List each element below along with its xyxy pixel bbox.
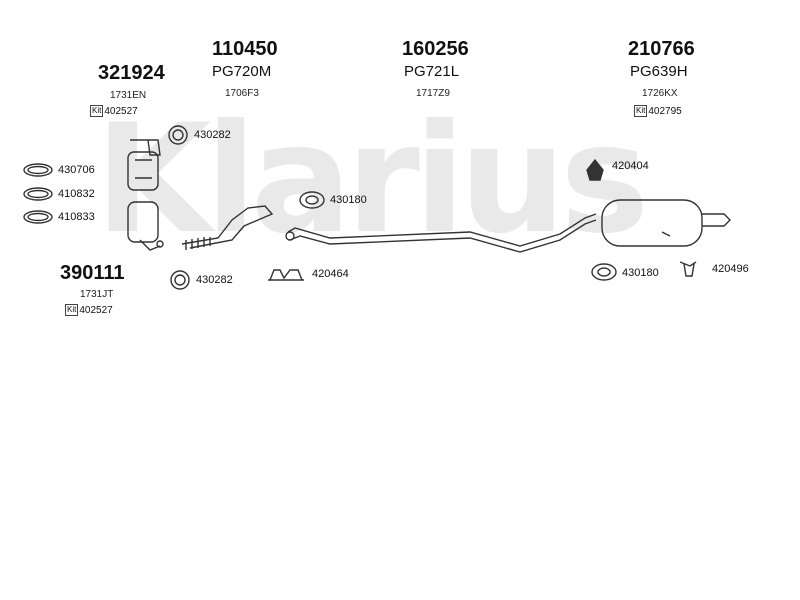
kit-icon: Kit <box>634 105 648 117</box>
ref-1726KX: 1726KX <box>642 88 678 99</box>
ref-1706F3: 1706F3 <box>225 88 259 99</box>
rear-silencer-icon <box>601 199 731 247</box>
label-420404: 420404 <box>612 160 649 172</box>
label-410832: 410832 <box>58 188 95 200</box>
gasket-410833-icon <box>23 210 53 224</box>
brand-watermark: Klarius <box>95 93 649 267</box>
clamp-430180-mid-icon <box>299 191 325 209</box>
part-number-110450: 110450 <box>212 38 278 60</box>
catalytic-converter-icon <box>127 139 161 191</box>
mount-420496-icon <box>679 261 697 277</box>
front-pipe-icon <box>181 205 274 250</box>
label-430282-top: 430282 <box>194 129 231 141</box>
label-430282-bottom: 430282 <box>196 274 233 286</box>
kit-number: 402795 <box>648 105 682 117</box>
intermediate-pipe-icon <box>285 213 597 253</box>
gasket-430706-icon <box>23 163 53 177</box>
part-number-160256: 160256 <box>402 38 469 60</box>
label-420496: 420496 <box>712 263 749 275</box>
clamp-430180-right-icon <box>591 263 617 281</box>
kit-number: 402527 <box>79 304 113 316</box>
clamp-430282-top-icon <box>168 125 188 145</box>
mount-420464-icon <box>268 269 304 281</box>
ref-1731EN: 1731EN <box>110 90 147 101</box>
kit-icon: Kit <box>90 105 104 117</box>
label-410833: 410833 <box>58 211 95 223</box>
part-number-321924: 321924 <box>98 62 165 84</box>
clamp-430282-bottom-icon <box>170 270 190 290</box>
code-PG639H: PG639H <box>630 63 688 80</box>
label-430706: 430706 <box>58 164 95 176</box>
gasket-410832-icon <box>23 187 53 201</box>
kit-label-210766: Kit 402795 <box>634 105 682 117</box>
label-420464: 420464 <box>312 268 349 280</box>
kit-label-321924: Kit 402527 <box>90 105 138 117</box>
code-PG720M: PG720M <box>212 63 272 80</box>
part-number-210766: 210766 <box>628 38 695 60</box>
code-PG721L: PG721L <box>404 63 460 80</box>
kit-number: 402527 <box>104 105 138 117</box>
ref-1731JT: 1731JT <box>80 289 114 300</box>
label-430180-mid: 430180 <box>330 194 367 206</box>
part-number-390111: 390111 <box>60 262 125 284</box>
label-430180-right: 430180 <box>622 267 659 279</box>
kit-icon: Kit <box>65 304 79 316</box>
particulate-filter-icon <box>127 201 164 251</box>
kit-label-390111: Kit 402527 <box>65 304 113 316</box>
ref-1717Z9: 1717Z9 <box>416 88 450 99</box>
mount-420404-icon <box>586 158 604 181</box>
